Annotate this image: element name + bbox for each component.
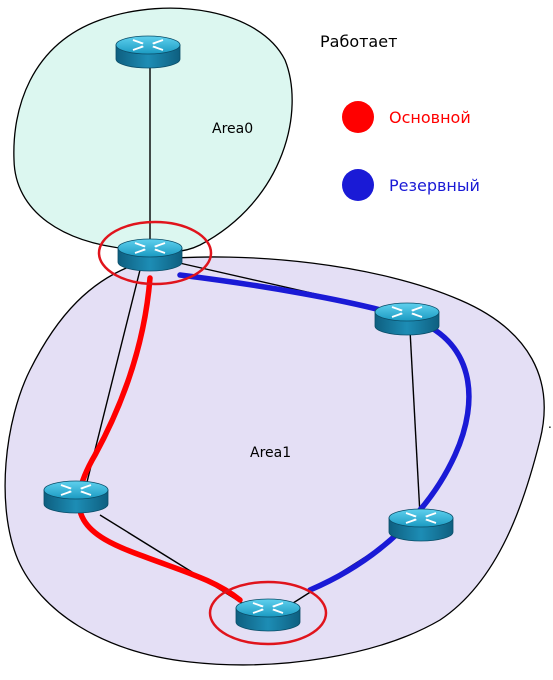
area0-region bbox=[13, 7, 293, 253]
router-r-right-upper[interactable] bbox=[374, 302, 440, 336]
legend-label-primary: Основной bbox=[389, 108, 471, 127]
area1-label: Area1 bbox=[250, 445, 291, 461]
status-title: Работает bbox=[320, 32, 397, 51]
highlight-ring-abr bbox=[97, 220, 213, 286]
area1-region bbox=[4, 256, 545, 666]
router-r-abr[interactable] bbox=[117, 238, 183, 272]
stray-mark: . bbox=[548, 417, 552, 431]
link-right-upper-right-lower bbox=[409, 329, 421, 516]
legend-dot-backup bbox=[342, 169, 374, 201]
router-r-right-lower[interactable] bbox=[388, 508, 454, 542]
highlight-ring-bottom bbox=[208, 580, 328, 646]
router-r-left[interactable] bbox=[43, 480, 109, 514]
legend-dot-primary bbox=[342, 101, 374, 133]
legend-label-backup: Резервный bbox=[389, 176, 480, 195]
router-r-bottom[interactable] bbox=[235, 598, 301, 632]
router-r-top[interactable] bbox=[115, 35, 181, 69]
legend: Основной Резервный bbox=[342, 101, 480, 201]
area0-label: Area0 bbox=[212, 121, 253, 137]
